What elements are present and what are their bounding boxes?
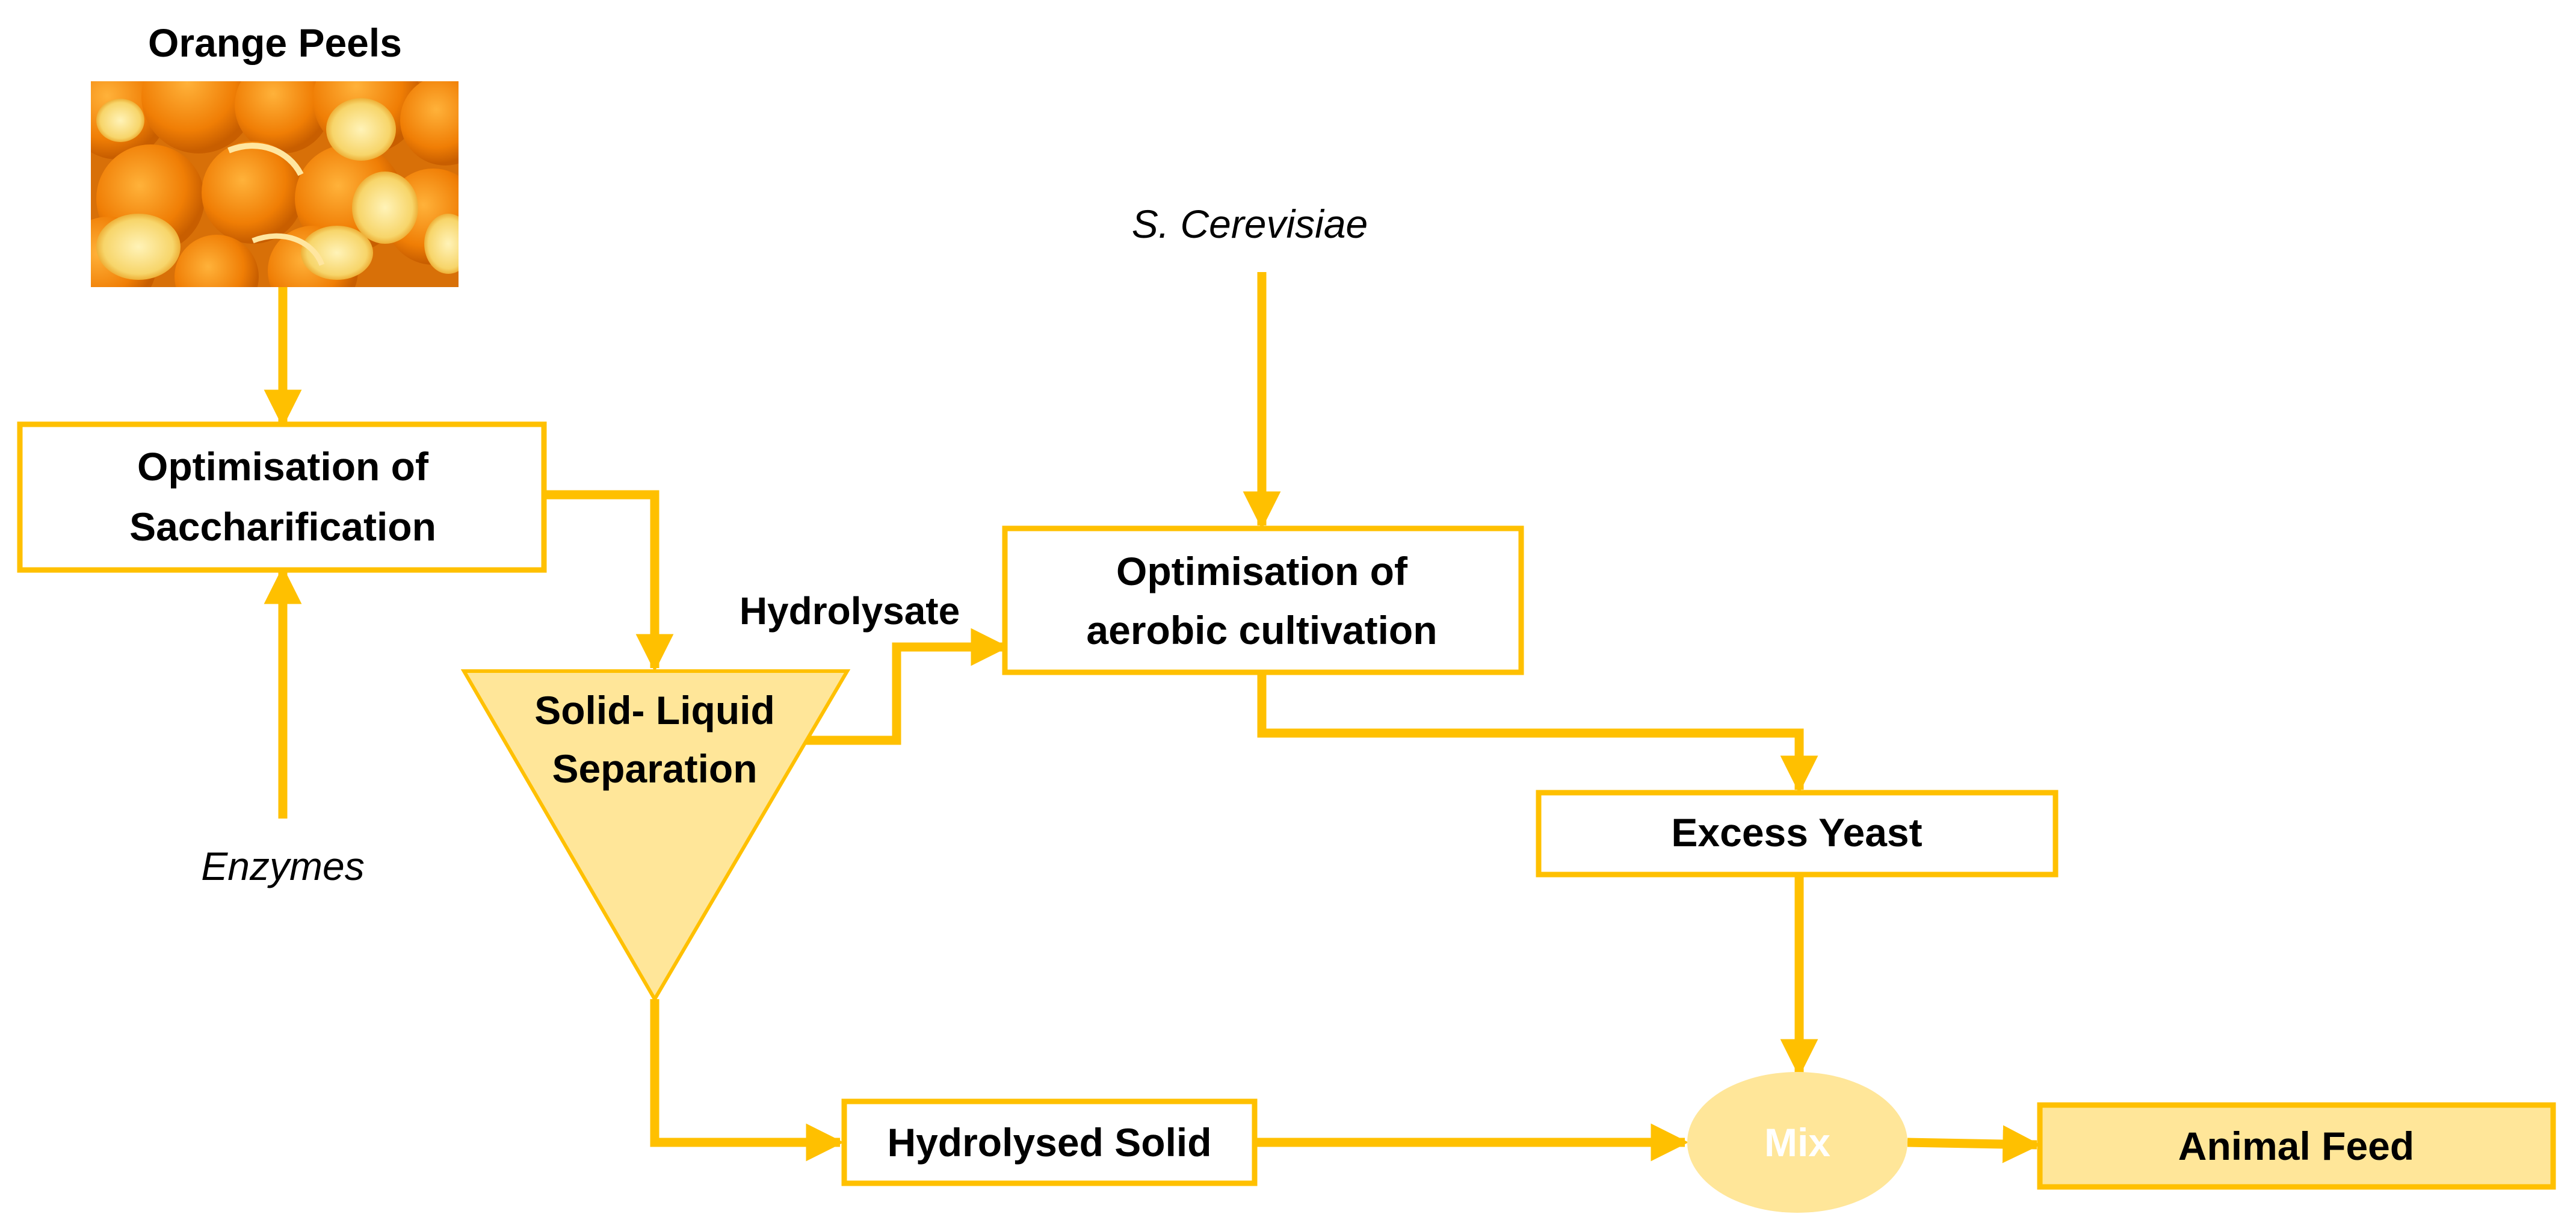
hydrolysed-solid-box: Hydrolysed Solid — [841, 1098, 1258, 1186]
separation-line2: Separation — [552, 746, 757, 791]
hydrolysed-solid-label: Hydrolysed Solid — [887, 1120, 1211, 1165]
hydrolysate-label: Hydrolysate — [740, 589, 960, 633]
excess-yeast-label: Excess Yeast — [1671, 810, 1922, 855]
mix-label: Mix — [1764, 1120, 1830, 1165]
arrow-separation-to-hydrolysed-solid — [650, 999, 844, 1162]
arrow-separation-to-cultivation — [779, 628, 1009, 745]
arrow-mix-to-animal-feed — [1907, 1125, 2041, 1163]
enzymes-label: Enzymes — [201, 844, 364, 888]
connectors — [264, 272, 2041, 1163]
saccharification-line2: Saccharification — [129, 504, 436, 549]
mix-node: Mix — [1687, 1072, 1907, 1213]
cultivation-line2: aerobic cultivation — [1086, 608, 1437, 652]
animal-feed-label: Animal Feed — [2178, 1124, 2414, 1168]
cultivation-box: Optimisation of aerobic cultivation — [1002, 525, 1524, 675]
saccharification-box: Optimisation of Saccharification — [17, 421, 547, 573]
cultivation-line1: Optimisation of — [1116, 549, 1408, 593]
arrow-saccharification-to-separation — [544, 490, 674, 672]
animal-feed-box: Animal Feed — [2037, 1102, 2556, 1190]
separation-funnel: Solid- Liquid Separation — [460, 669, 851, 1003]
excess-yeast-box: Excess Yeast — [1536, 790, 2059, 878]
saccharification-line1: Optimisation of — [137, 444, 429, 489]
arrow-cultivation-to-excess-yeast — [1257, 672, 1818, 794]
orange-peels-title: Orange Peels — [148, 20, 402, 65]
orange-peels-photo — [91, 81, 459, 287]
s-cerevisiae-label: S. Cerevisiae — [1132, 202, 1368, 246]
separation-line1: Solid- Liquid — [534, 688, 775, 732]
